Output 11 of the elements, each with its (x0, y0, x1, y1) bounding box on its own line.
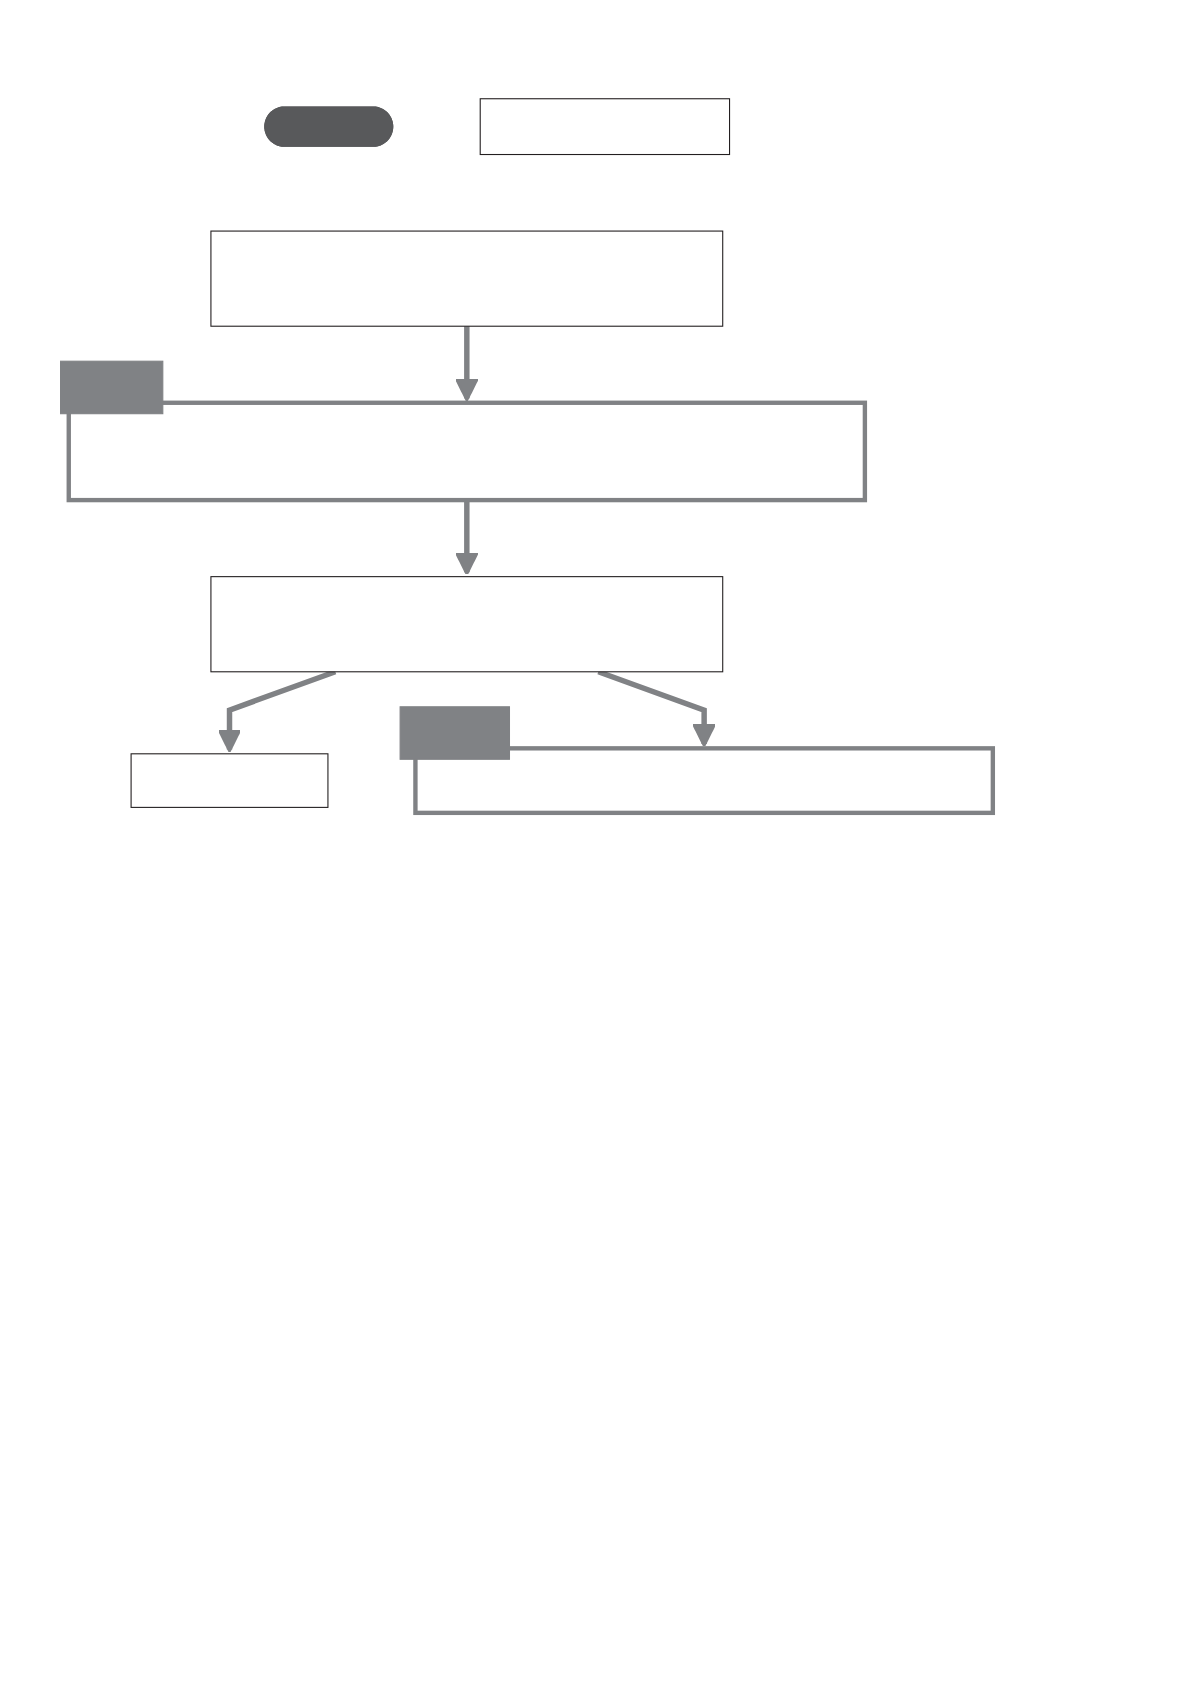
process-box (66, 400, 868, 503)
arrow (454, 500, 479, 576)
tab-marker (60, 360, 164, 415)
process-box (210, 230, 724, 327)
arrow (454, 326, 479, 402)
tab-marker (399, 706, 510, 760)
process-box (479, 98, 731, 156)
process-box (130, 753, 329, 808)
process-box (413, 746, 996, 816)
process-box (210, 576, 724, 673)
pill-shape (264, 106, 394, 147)
